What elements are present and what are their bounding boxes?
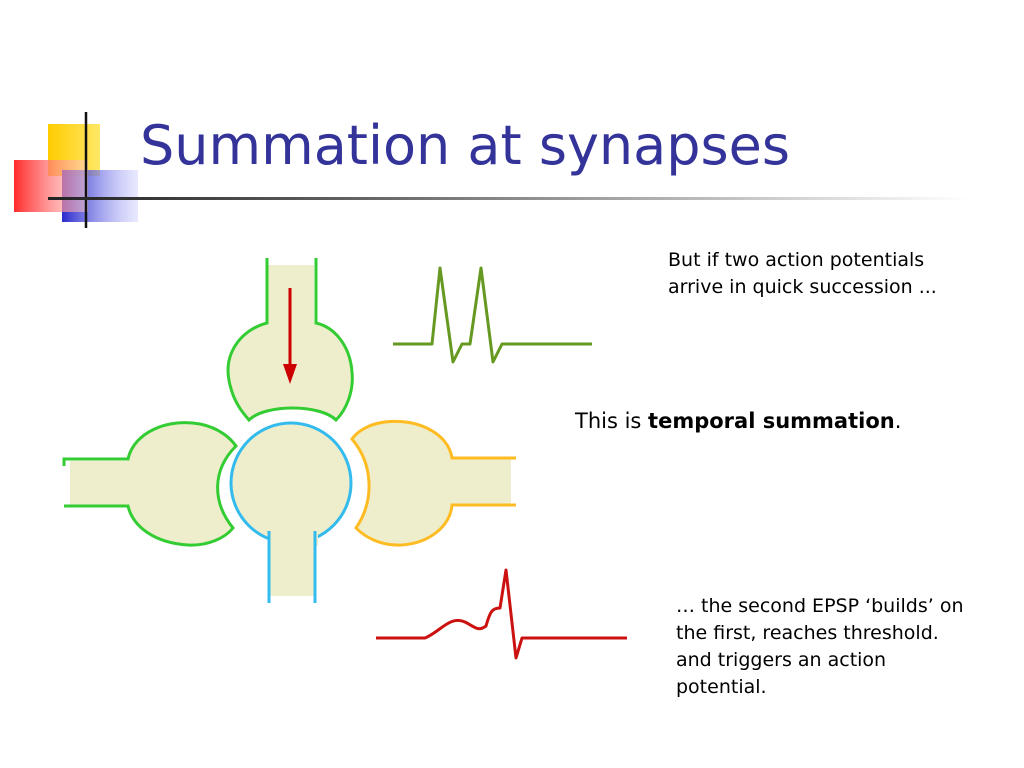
postsynaptic-neuron [229, 421, 353, 603]
down-arrow-icon [283, 288, 297, 384]
caption-line: … the second EPSP ‘builds’ on [676, 595, 964, 617]
caption-line: But if two action potentials [668, 249, 925, 271]
caption-temporal-summation: This is temporal summation. [575, 407, 901, 435]
caption-emphasis: temporal summation [648, 409, 895, 433]
caption-line: and triggers an action [676, 649, 887, 671]
decorative-squares [14, 112, 138, 228]
caption-prefix: This is [575, 409, 649, 433]
title-underline [48, 197, 968, 200]
caption-second-epsp: … the second EPSP ‘builds’ on the first,… [676, 593, 996, 701]
presynaptic-terminal-right [350, 419, 516, 547]
presynaptic-terminal-left [62, 421, 238, 547]
caption-two-action-potentials: But if two action potentials arrive in q… [668, 247, 988, 301]
caption-line: potential. [676, 676, 767, 698]
caption-line: arrive in quick succession ... [668, 276, 937, 298]
input-trace [393, 266, 592, 364]
output-trace [376, 568, 627, 660]
caption-suffix: . [894, 409, 902, 433]
caption-line: the first, reaches threshold. [676, 622, 939, 644]
red-square [14, 160, 88, 212]
slide-title: Summation at synapses [140, 114, 791, 177]
